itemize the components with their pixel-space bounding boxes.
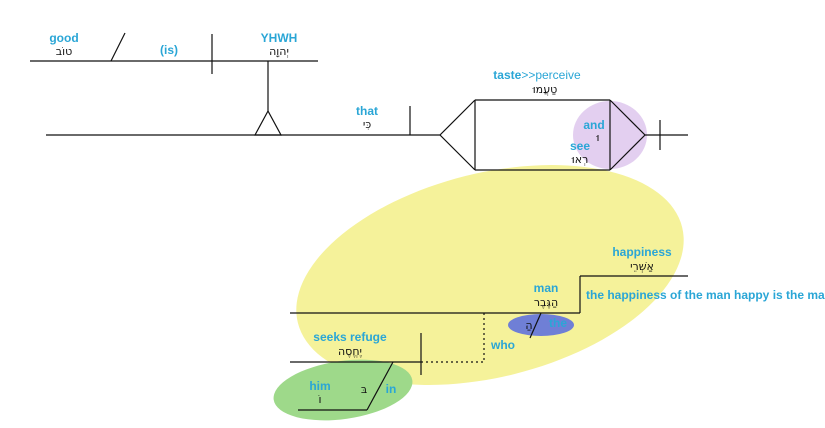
word-taste-en: taste>>perceive [493,68,581,82]
word-in-he: בּ [361,383,367,396]
word-man-he: הַגֶּבֶר [534,296,558,309]
word-the-en: the [549,316,567,330]
word-happiness-en: happiness [612,245,672,259]
highlight-ellipse-blue [508,314,574,336]
happiness-gloss: the happiness of the man happy is the ma… [586,288,825,302]
word-him-he: וֹ [319,393,322,406]
highlight-ellipse-green [273,359,413,421]
compound-verb-left-diamond [439,99,476,171]
word-see-en: see [570,139,590,153]
word-and-en: and [583,118,604,132]
word-seeks-he: יֶחֱסֶה [338,345,362,358]
prep-slanted-line [366,361,394,411]
word-is-en: (is) [160,43,178,57]
word-man-en: man [534,281,559,295]
pedestal-triangle [253,109,283,136]
word-see-he: רְאוּ [571,153,588,166]
word-in-en: in [386,382,397,396]
highlight-ellipse-yellow [296,165,684,385]
word-that-en: that [356,104,378,118]
word-yhwh-he: יְהוָה [269,45,289,58]
word-him-en: him [309,379,330,393]
word-taste-he: טַעֲמוּ [532,83,557,96]
word-that-he: כִּי [363,118,371,131]
word-who-en: who [490,338,515,352]
word-good-he: טוֹב [56,45,73,58]
word-and-he: וּ [596,131,599,144]
predicate-complement-slash [110,32,126,62]
word-happiness-he: אַשְׁרֵי [630,260,654,273]
the-article-slash [529,312,542,339]
word-seeks-en: seeks refuge [313,330,387,344]
word-the-he: הַ [525,319,532,332]
word-yhwh-en: YHWH [261,31,298,45]
word-good-en: good [49,31,78,45]
